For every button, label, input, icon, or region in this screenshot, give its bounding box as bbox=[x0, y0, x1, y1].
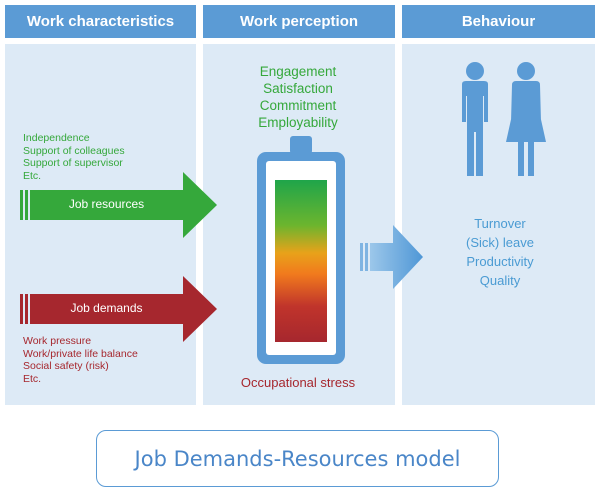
behaviour-item: Turnover bbox=[474, 216, 526, 231]
behaviour-item: Quality bbox=[479, 273, 521, 288]
panel-work-characteristics bbox=[5, 44, 196, 405]
perception-item: Satisfaction bbox=[263, 81, 333, 96]
job-demands-label: Job demands bbox=[70, 301, 143, 315]
behaviour-item: Productivity bbox=[466, 254, 534, 269]
demand-item: Work/private life balance bbox=[23, 347, 138, 360]
job-demands-items: Work pressure Work/private life balance … bbox=[23, 335, 138, 385]
perception-item: Commitment bbox=[259, 98, 337, 113]
job-resources-label: Job resources bbox=[68, 197, 145, 211]
behaviour-item: (Sick) leave bbox=[466, 235, 534, 250]
battery-icon bbox=[257, 136, 345, 364]
job-resources-items: Independence Support of colleagues Suppo… bbox=[23, 132, 125, 182]
model-title: Job Demands-Resources model bbox=[134, 446, 461, 471]
panel-behaviour bbox=[402, 44, 595, 405]
resource-item: Support of colleagues bbox=[23, 144, 125, 157]
resource-item: Support of supervisor bbox=[23, 157, 123, 169]
job-resources-arrow bbox=[20, 172, 217, 238]
perception-item: Engagement bbox=[259, 64, 337, 79]
woman-icon bbox=[506, 62, 546, 176]
man-icon bbox=[462, 62, 488, 176]
occupational-stress-label: Occupational stress bbox=[240, 375, 356, 390]
demand-item: Social safety (risk) bbox=[23, 360, 109, 372]
resource-item: Etc. bbox=[23, 169, 42, 182]
demand-item: Etc. bbox=[23, 372, 42, 385]
header-work-characteristics: Work characteristics bbox=[5, 5, 196, 38]
resource-item: Independence bbox=[23, 132, 90, 144]
perception-item: Employability bbox=[258, 115, 338, 130]
demand-item: Work pressure bbox=[23, 335, 92, 347]
job-demands-arrow bbox=[20, 276, 217, 342]
behaviour-arrow bbox=[360, 225, 423, 289]
header-work-perception: Work perception bbox=[203, 5, 395, 38]
model-title-box: Job Demands-Resources model bbox=[96, 430, 499, 487]
header-behaviour: Behaviour bbox=[402, 5, 595, 38]
perception-outcomes: Engagement Satisfaction Commitment Emplo… bbox=[218, 63, 378, 131]
behaviour-outcomes: Turnover (Sick) leave Productivity Quali… bbox=[425, 214, 575, 290]
